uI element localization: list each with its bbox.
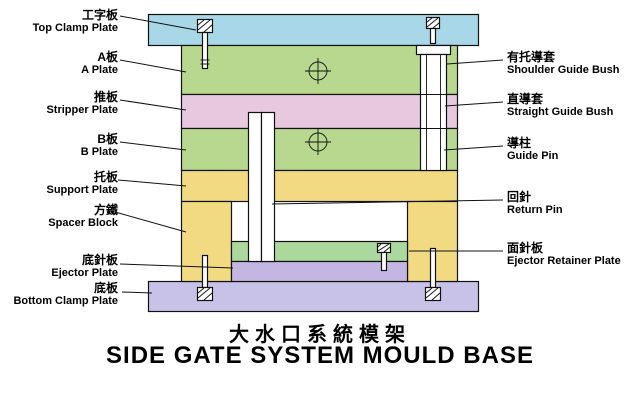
label-a-plate-en: A Plate xyxy=(81,64,118,76)
return-pin xyxy=(247,111,263,263)
label-straight-guide-bush-en: Straight Guide Bush xyxy=(507,106,614,118)
label-b-plate: B板 B Plate xyxy=(0,132,118,159)
leader-lines xyxy=(114,15,504,294)
label-support-plate: 托板 Support Plate xyxy=(0,170,118,197)
label-top-clamp-plate-zh: 工字板 xyxy=(81,8,118,22)
label-b-plate-zh: B板 xyxy=(97,132,118,146)
label-spacer-block-en: Spacer Block xyxy=(48,217,118,229)
guide-pin xyxy=(419,53,448,172)
leader-top-clamp-plate xyxy=(119,15,197,31)
screw-hatch xyxy=(377,243,390,252)
label-return-pin-zh: 回針 xyxy=(507,190,532,204)
top-right-screw xyxy=(425,16,441,45)
label-guide-pin-zh: 導柱 xyxy=(507,136,532,150)
label-support-plate-en: Support Plate xyxy=(46,184,118,196)
leader-a-plate xyxy=(119,59,187,73)
stripper-plate xyxy=(180,93,459,130)
label-ejector-retainer-plate-en: Ejector Retainer Plate xyxy=(507,255,621,267)
label-shoulder-guide-bush-en: Shoulder Guide Bush xyxy=(507,64,620,76)
leader-support-plate xyxy=(117,179,187,187)
label-stripper-plate: 推板 Stripper Plate xyxy=(0,90,118,117)
screw-hatch xyxy=(425,287,433,294)
screw-hatch xyxy=(383,246,391,253)
leader-stripper-plate xyxy=(119,99,187,111)
shoulder-guide-bush-flange xyxy=(415,44,452,56)
screw-hatch xyxy=(197,19,211,31)
label-bottom-clamp-plate: 底板 Bottom Clamp Plate xyxy=(0,281,118,308)
leader-b-plate xyxy=(119,141,187,151)
ejector-pin xyxy=(260,111,276,263)
screw-shaft xyxy=(201,254,209,289)
title-english: SIDE GATE SYSTEM MOULD BASE xyxy=(106,342,534,369)
screw-hatch xyxy=(197,287,211,299)
bottom-right-screw xyxy=(424,247,442,302)
mould-base-cross-section xyxy=(114,13,504,313)
screw-hatch xyxy=(197,287,205,294)
leader-ejector-plate xyxy=(119,263,234,269)
label-return-pin-en: Return Pin xyxy=(507,204,563,216)
screw-hatch xyxy=(431,292,441,301)
label-guide-pin-en: Guide Pin xyxy=(507,150,559,162)
screw-head xyxy=(425,16,441,30)
label-ejector-plate-zh: 底針板 xyxy=(81,253,118,267)
screw-hatch xyxy=(203,292,213,301)
label-b-plate-en: B Plate xyxy=(80,146,118,158)
screw-shaft xyxy=(201,31,209,70)
leader-spacer-block xyxy=(114,211,187,233)
label-a-plate-zh: A板 xyxy=(97,50,118,64)
label-return-pin: 回針 Return Pin xyxy=(507,190,640,217)
label-ejector-plate: 底針板 Ejector Plate xyxy=(0,253,118,280)
screw-hatch xyxy=(203,24,213,33)
label-ejector-retainer-plate-zh: 面針板 xyxy=(507,241,544,255)
label-top-clamp-plate: 工字板 Top Clamp Plate xyxy=(0,8,118,35)
label-shoulder-guide-bush-zh: 有托導套 xyxy=(507,50,556,64)
label-ejector-retainer-plate: 面針板 Ejector Retainer Plate xyxy=(507,241,640,268)
hole-centre-marks xyxy=(305,58,331,155)
label-bottom-clamp-plate-zh: 底板 xyxy=(93,281,118,295)
label-spacer-block-zh: 方鐵 xyxy=(93,203,118,217)
screw-hatch xyxy=(426,17,433,23)
screw-hatch xyxy=(426,17,439,28)
label-support-plate-zh: 托板 xyxy=(93,170,118,184)
ejector-plate xyxy=(230,260,409,283)
label-stripper-plate-zh: 推板 xyxy=(93,90,118,104)
guide-pin-assembly xyxy=(415,44,452,172)
title-chinese: 大水口系統模架 xyxy=(229,324,411,346)
leader-straight-guide-bush xyxy=(444,101,504,107)
label-spacer-block: 方鐵 Spacer Block xyxy=(0,203,118,230)
screw-shaft xyxy=(380,251,388,272)
leader-bottom-clamp-plate xyxy=(121,291,153,294)
label-straight-guide-bush-zh: 直導套 xyxy=(507,92,544,106)
bottom-left-screw xyxy=(196,254,214,302)
label-a-plate: A板 A Plate xyxy=(0,50,118,77)
retainer-screw xyxy=(376,242,392,272)
screw-hatch xyxy=(377,243,382,248)
leader-shoulder-guide-bush xyxy=(446,59,504,65)
label-top-clamp-plate-en: Top Clamp Plate xyxy=(32,22,118,34)
label-shoulder-guide-bush: 有托導套 Shoulder Guide Bush xyxy=(507,50,640,77)
top-left-screw xyxy=(196,18,214,70)
screw-shaft xyxy=(429,247,437,289)
label-stripper-plate-en: Stripper Plate xyxy=(46,104,118,116)
label-guide-pin: 導柱 Guide Pin xyxy=(507,136,640,163)
leader-guide-pin xyxy=(443,145,504,151)
label-straight-guide-bush: 直導套 Straight Guide Bush xyxy=(507,92,640,119)
centre-pins xyxy=(247,111,276,263)
plates xyxy=(147,13,480,313)
label-bottom-clamp-plate-en: Bottom Clamp Plate xyxy=(13,295,118,307)
leader-return-pin xyxy=(271,199,504,205)
screw-hatch xyxy=(432,22,440,29)
screw-hatch xyxy=(425,287,439,299)
b-plate xyxy=(180,127,459,172)
screw-shaft xyxy=(429,27,437,45)
label-ejector-plate-en: Ejector Plate xyxy=(51,267,118,279)
a-plate xyxy=(180,44,459,96)
support-plate xyxy=(180,169,459,203)
screw-hatch xyxy=(197,19,205,26)
